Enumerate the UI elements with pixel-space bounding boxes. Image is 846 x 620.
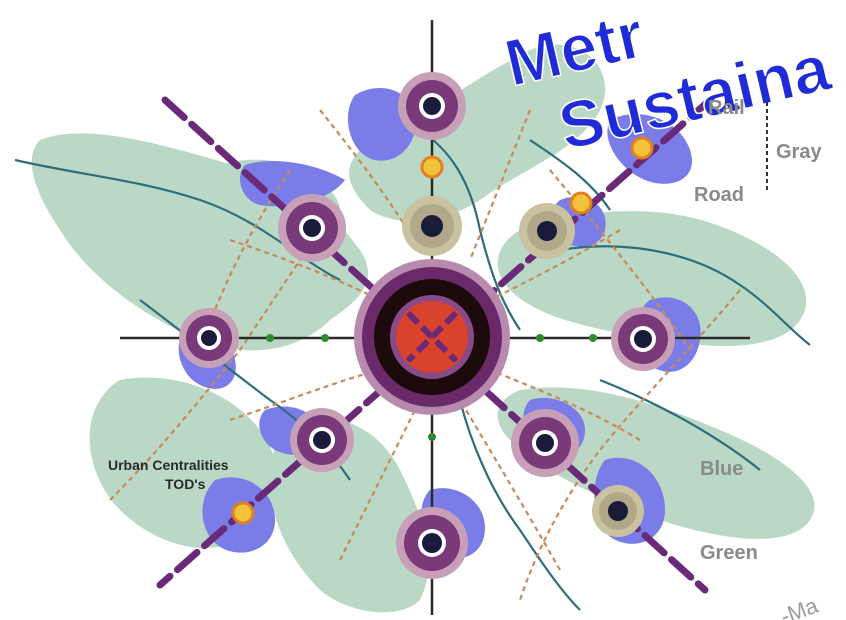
river-north	[419, 129, 521, 331]
roads	[109, 109, 741, 601]
legend-blue: Blue	[700, 458, 743, 480]
node-north	[398, 72, 466, 140]
node-east	[611, 307, 675, 371]
node-south	[396, 507, 468, 579]
river-south	[458, 399, 581, 611]
node-far-southeast	[592, 485, 644, 537]
river-east	[559, 245, 811, 346]
annotation-line-1: Urban Centralities	[108, 457, 229, 473]
node-west	[179, 308, 239, 368]
corner-text-fragment: -Ma	[777, 592, 822, 620]
river-northeast	[529, 139, 611, 211]
node-northwest	[278, 194, 346, 262]
road-4	[489, 229, 621, 301]
yellow-stations	[231, 136, 654, 525]
annotation-line-2: TOD's	[165, 476, 206, 492]
centrality-nodes	[179, 72, 675, 579]
node-northeast	[519, 203, 575, 259]
legend-gray: Gray	[776, 141, 822, 163]
road-6	[489, 368, 641, 441]
river-southeast	[599, 378, 761, 471]
urban-centralities-annotation: Urban Centralities TOD's	[108, 457, 229, 492]
road-3	[229, 238, 381, 301]
legend-rail: Rail	[708, 97, 745, 119]
road-11	[549, 169, 691, 351]
station-north	[420, 155, 444, 179]
node-southwest	[290, 408, 354, 472]
legend-road: Road	[694, 184, 744, 206]
road-5	[229, 368, 381, 422]
station-northeast-1	[569, 191, 593, 215]
node-north-inner	[402, 196, 462, 256]
legend: Rail Gray Road Blue Green	[694, 97, 822, 564]
central-hub	[354, 259, 510, 415]
road-1	[319, 109, 421, 251]
node-southeast	[511, 409, 579, 477]
green-station-dots	[266, 334, 597, 441]
road-9	[518, 289, 741, 601]
green-area-north	[349, 44, 606, 221]
station-northeast-2	[630, 136, 654, 160]
road-8	[459, 399, 561, 571]
road-10	[109, 259, 301, 501]
road-2	[468, 109, 532, 261]
legend-green: Green	[700, 542, 758, 564]
station-southwest	[231, 501, 255, 525]
